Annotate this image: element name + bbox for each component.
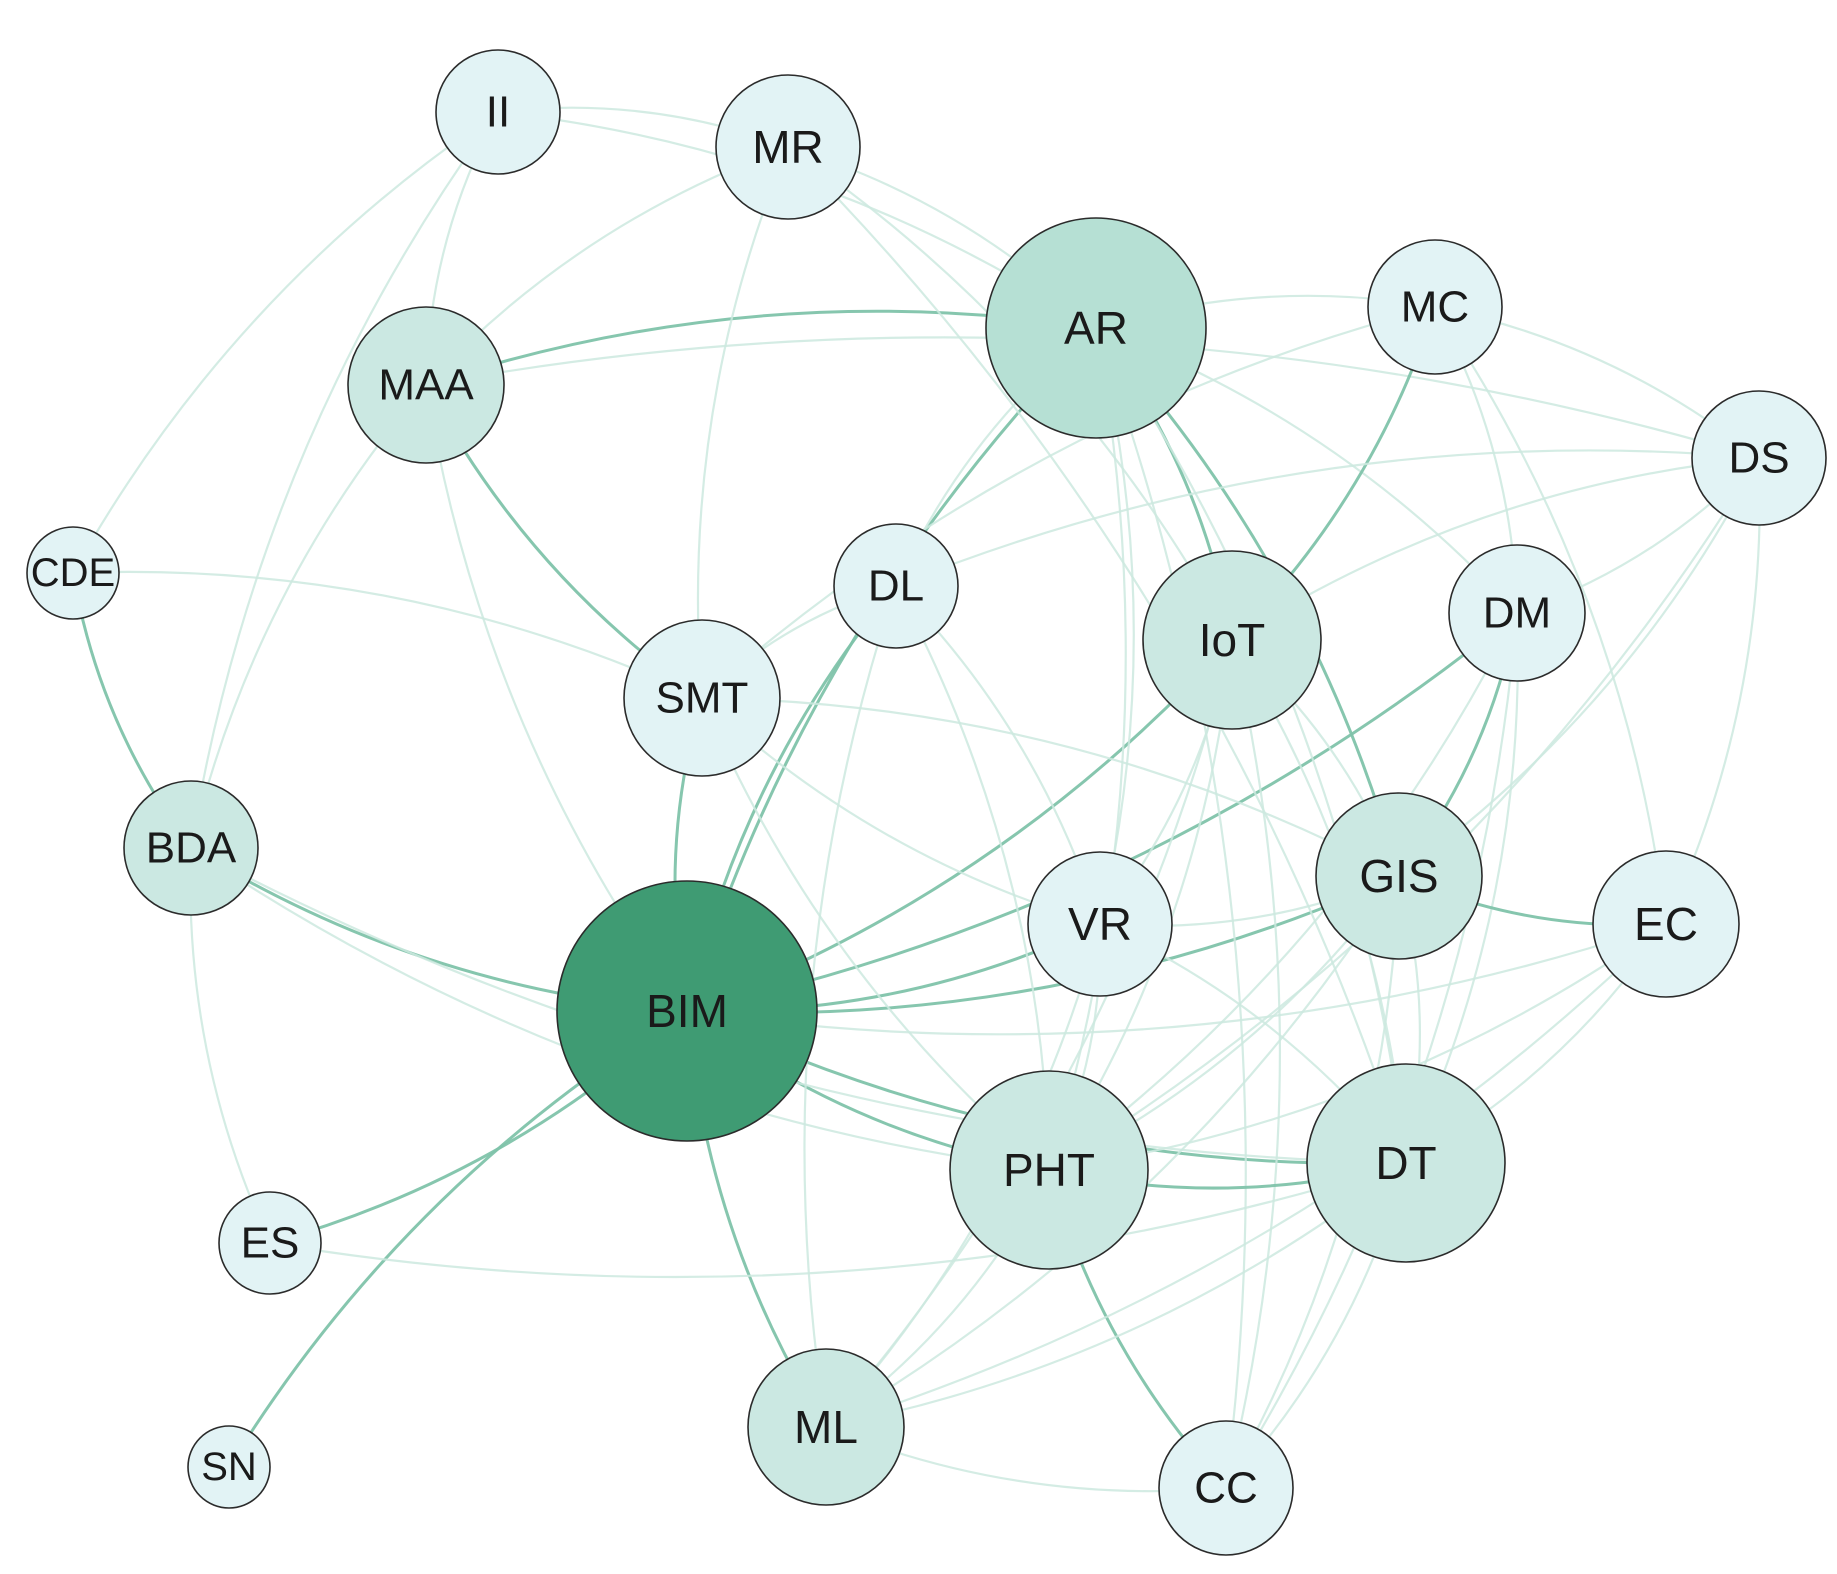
edge-ii-cde [71,110,500,575]
node-smt-circle [623,619,781,777]
node-ii-label: II [486,88,510,137]
node-es-circle [218,1191,322,1295]
edge-dm-cc [1224,611,1519,1490]
edge-layer [71,106,1761,1493]
node-cde: CDE [26,526,120,620]
edge-smt-cde [71,570,704,700]
node-ii-circle [435,49,561,175]
edge-es-dt [268,1161,1408,1279]
node-ml: ML [747,1348,905,1506]
node-dt: DT [1306,1063,1506,1263]
node-ds-label: DS [1728,434,1789,483]
edge-ar-cc [1094,326,1247,1490]
edge-mc-ec [1433,305,1668,926]
node-mc-circle [1367,239,1503,375]
node-layer: II MR AR MC DS MAA CDE DL IoT DM SMT BDA GIS VR EC BIM E… [26,49,1827,1556]
node-dt-label: DT [1375,1137,1436,1189]
node-dt-circle [1306,1063,1506,1263]
node-es: ES [218,1191,322,1295]
edge-mc-smt [700,305,1437,700]
node-mr-label: MR [752,121,824,173]
node-bim: BIM [556,880,818,1142]
node-es-label: ES [241,1219,300,1268]
edge-bim-ec [685,922,1668,1036]
node-maa: MAA [347,306,505,464]
node-ar-circle [985,217,1207,439]
node-pht: PHT [949,1070,1149,1270]
node-iot: IoT [1142,550,1322,730]
node-vr: VR [1027,851,1173,997]
node-bim-circle [556,880,818,1142]
node-bim-label: BIM [646,985,728,1037]
node-ec-label: EC [1634,898,1698,950]
node-pht-circle [949,1070,1149,1270]
node-ii: II [435,49,561,175]
node-dl: DL [833,523,959,649]
node-cde-circle [26,526,120,620]
node-vr-circle [1027,851,1173,997]
node-ar: AR [985,217,1207,439]
edge-ar-dt [1094,326,1408,1165]
edge-ii-bda [189,110,500,850]
node-ds-circle [1691,390,1827,526]
node-iot-label: IoT [1199,614,1265,666]
node-cc: CC [1158,1420,1294,1556]
node-pht-label: PHT [1003,1144,1095,1196]
node-ec: EC [1592,850,1740,998]
node-dm-label: DM [1483,589,1551,638]
node-bda: BDA [123,780,259,916]
node-gis-label: GIS [1359,850,1438,902]
node-cde-label: CDE [31,551,115,595]
node-sn-circle [187,1425,271,1509]
edge-ec-ml [824,922,1668,1429]
node-smt-label: SMT [656,674,749,723]
node-sn-label: SN [201,1445,257,1489]
node-ds: DS [1691,390,1827,526]
node-cc-label: CC [1194,1464,1258,1513]
node-dl-label: DL [868,562,924,611]
node-gis: GIS [1315,792,1483,960]
node-maa-label: MAA [378,361,474,410]
node-dl-circle [833,523,959,649]
node-mr: MR [715,74,861,220]
node-smt: SMT [623,619,781,777]
node-cc-circle [1158,1420,1294,1556]
node-dm: DM [1448,544,1586,682]
node-sn: SN [187,1425,271,1509]
node-mc-label: MC [1401,283,1469,332]
edge-iot-cc [1224,638,1281,1490]
edge-dm-pht [1047,611,1519,1172]
node-gis-circle [1315,792,1483,960]
edge-ds-dl [894,449,1761,588]
node-ar-label: AR [1064,302,1128,354]
node-iot-circle [1142,550,1322,730]
node-bda-circle [123,780,259,916]
node-mr-circle [715,74,861,220]
node-ec-circle [1592,850,1740,998]
node-mc: MC [1367,239,1503,375]
edge-gis-smt [700,696,1401,878]
node-ml-label: ML [794,1401,858,1453]
node-bda-label: BDA [146,824,237,873]
edge-mr-smt [696,145,790,700]
node-vr-label: VR [1068,898,1132,950]
node-ml-circle [747,1348,905,1506]
node-dm-circle [1448,544,1586,682]
node-maa-circle [347,306,505,464]
